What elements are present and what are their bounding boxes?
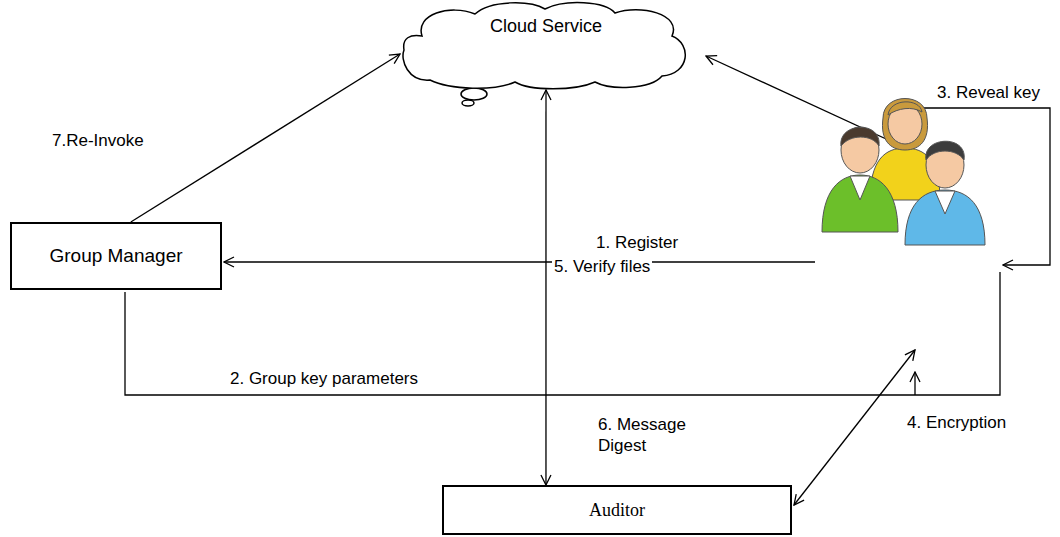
group-key-line: [125, 272, 1000, 395]
cloud-bubbles: [461, 88, 487, 106]
node-label: Group Manager: [49, 245, 182, 267]
reveal-key-line: [706, 56, 910, 150]
connector-arrow: [545, 90, 546, 485]
flow-label: 4. Encryption: [905, 412, 1008, 433]
node-label: Auditor: [589, 500, 645, 521]
process-box: Group Manager: [10, 222, 222, 290]
edge-label: 7.Re-Invoke: [50, 130, 146, 151]
encryption-arrow: [914, 372, 915, 395]
flow-label: 2. Group key parameters: [228, 368, 420, 389]
cloud-shape: Cloud Service: [400, 0, 692, 90]
edge-label: 5. Verify files: [552, 256, 652, 277]
message-digest-line: [794, 350, 915, 505]
connector-arrow: [131, 54, 400, 222]
users-icon: [822, 99, 985, 246]
flow-label-wrapped: 6. Message Digest: [596, 414, 712, 457]
cloud-outline: [400, 0, 692, 90]
cloud-outline-path: [403, 3, 685, 89]
node-label: Cloud Service: [490, 16, 602, 37]
flow-label: 1. Register: [594, 232, 680, 253]
process-box: Auditor: [442, 485, 792, 535]
register-line: [224, 261, 815, 262]
flow-label: 3. Reveal key: [935, 82, 1042, 103]
